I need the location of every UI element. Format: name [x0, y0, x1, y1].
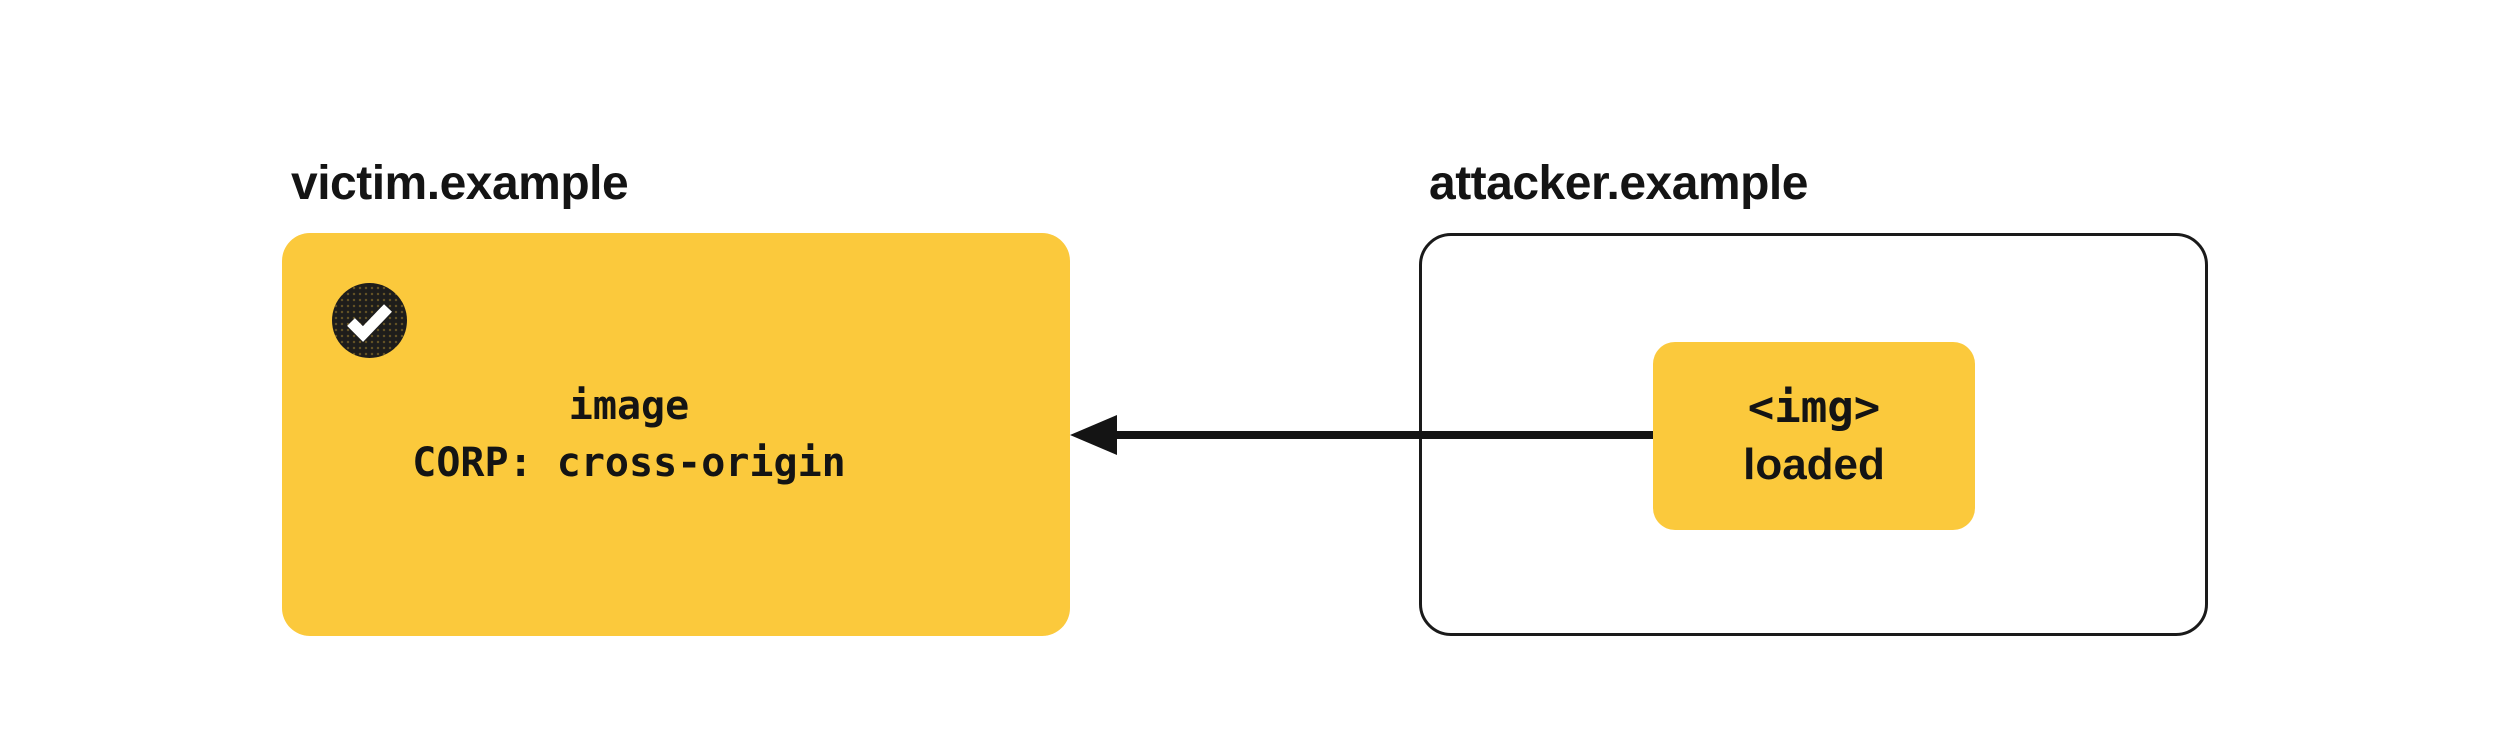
check-badge: [332, 283, 407, 358]
victim-box-text: image CORP: cross-origin: [235, 233, 1023, 636]
corp-header-text: CORP: cross-origin: [412, 439, 846, 486]
request-arrow-head: [1070, 415, 1117, 455]
resource-name-text: image: [568, 382, 690, 429]
img-tag-text: <img>: [1747, 382, 1881, 433]
request-arrow-shaft: [1112, 431, 1653, 439]
check-icon: [347, 304, 392, 342]
attacker-domain-label: attacker.example: [1429, 157, 1808, 210]
img-loaded-text: loaded: [1743, 440, 1885, 489]
victim-domain-label: victim.example: [291, 157, 629, 210]
img-loaded-box: <img> loaded: [1653, 342, 1975, 530]
victim-origin-box: image CORP: cross-origin: [282, 233, 1070, 636]
